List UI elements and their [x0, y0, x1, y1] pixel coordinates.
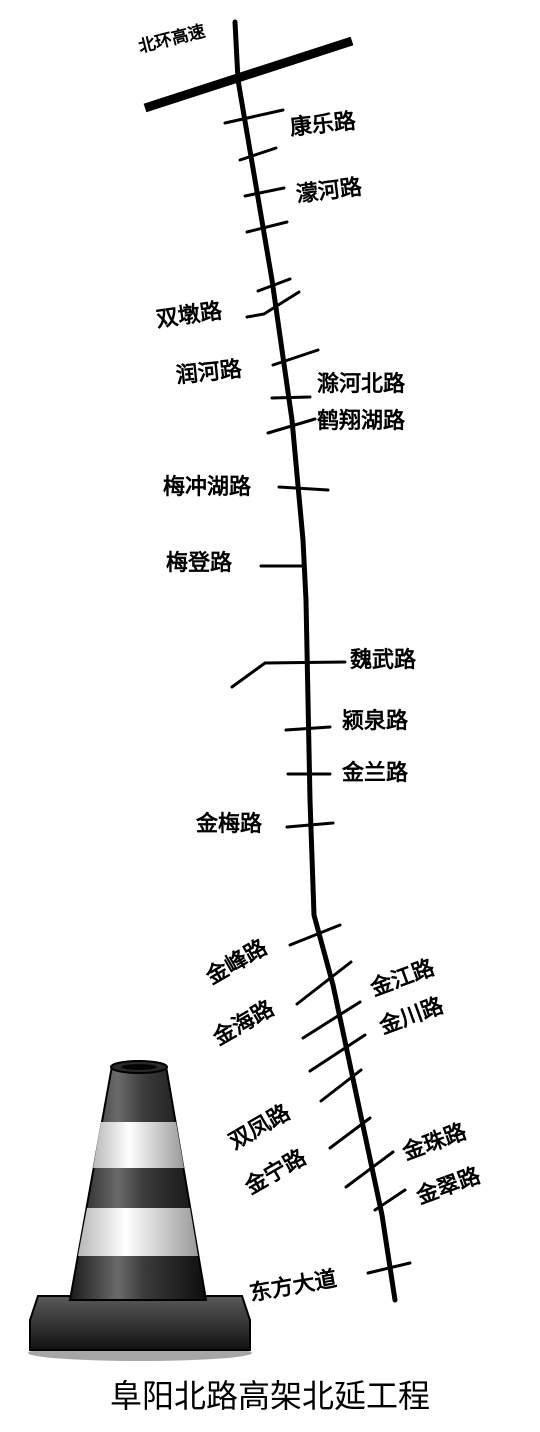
cross-street-chuhebei: [270, 395, 312, 400]
cone-body: [68, 1065, 208, 1301]
label-meideng-road: 梅登路: [166, 551, 233, 576]
label-hexianghu-road: 鹤翔湖路: [317, 409, 406, 434]
cone-stripe-bottom: [78, 1208, 198, 1256]
label-meichonghu-road: 梅冲湖路: [163, 475, 252, 500]
cross-street-menghe: [243, 186, 286, 198]
label-yingquan-road: 颍泉路: [342, 709, 409, 734]
figure-caption: 阜阳北路高架北延工程: [109, 1377, 430, 1415]
cross-street-meichonghu: [277, 485, 330, 492]
cone-stripe-top: [93, 1122, 184, 1168]
cross-street-menghe-2: [245, 220, 289, 234]
cross-street-runhe: [271, 348, 320, 367]
traffic-cone-icon: [28, 1060, 252, 1361]
cross-street-jinning: [328, 1116, 372, 1150]
highway-line: [143, 36, 354, 113]
cross-street-shuangfeng: [319, 1068, 363, 1103]
cross-street-kangle-2: [238, 146, 278, 162]
cross-street-jinhai: [295, 960, 353, 1006]
label-jinlan-road: 金兰路: [342, 761, 409, 786]
cross-street-dongfang: [366, 1261, 412, 1275]
cross-street-hexianghu: [266, 417, 317, 435]
cross-street-jinmei: [285, 821, 335, 829]
cross-street-jinjiang: [301, 1000, 362, 1040]
cross-street-shuangdun-2: [245, 290, 301, 319]
cross-street-kangle: [223, 108, 285, 125]
cone-base: [29, 1295, 251, 1351]
cross-streets: [223, 108, 412, 1275]
cross-street-jinfeng: [288, 923, 342, 947]
main-route-line: [232, 19, 398, 1303]
label-chuhebei-road: 滁河北路: [317, 372, 406, 397]
cross-street-yingquan: [284, 725, 332, 732]
cross-street-weiwu: [230, 660, 347, 689]
cross-street-jinzhu: [344, 1150, 395, 1189]
cone-hole: [121, 1064, 157, 1070]
cross-street-shuangdun: [256, 277, 292, 293]
cross-street-jincui: [373, 1188, 407, 1212]
label-jinmei-road: 金梅路: [196, 812, 263, 837]
label-weiwu-road: 魏武路: [350, 648, 417, 673]
cross-street-jinchuan: [308, 1033, 367, 1073]
